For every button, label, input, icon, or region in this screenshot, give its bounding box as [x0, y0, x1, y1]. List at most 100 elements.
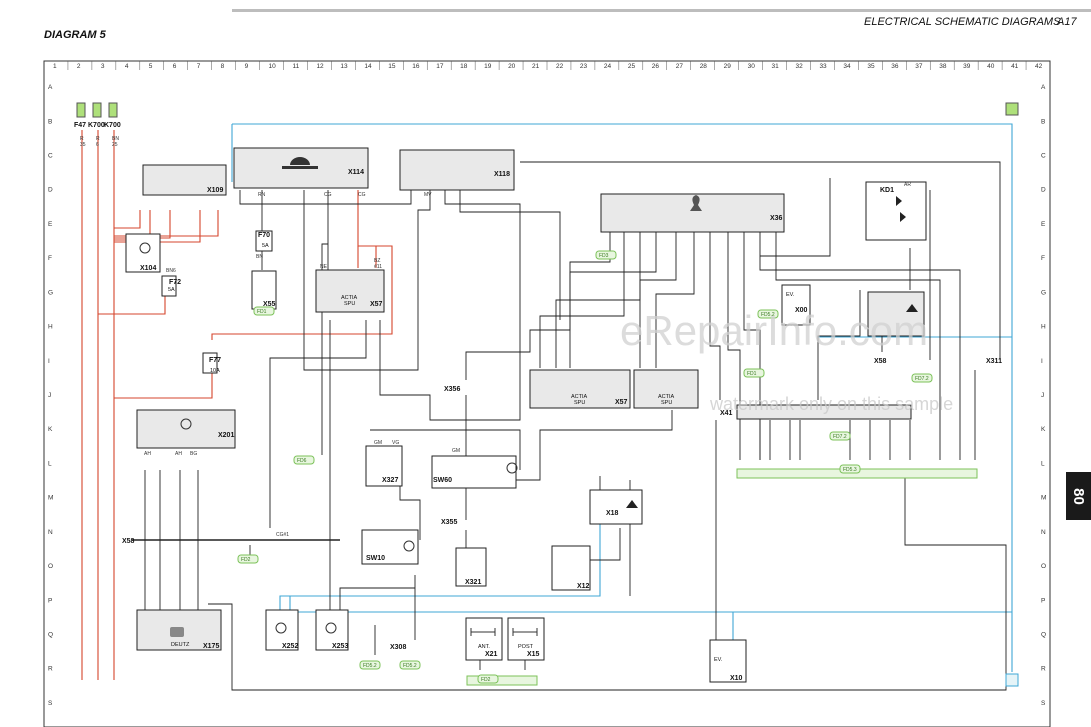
svg-text:FD7.2: FD7.2 [833, 434, 847, 440]
spu-1: SPU [344, 301, 355, 307]
row-letter: C [48, 153, 53, 160]
ground-ref-tag[interactable]: FD1 [253, 306, 275, 316]
svg-text:FD1: FD1 [747, 371, 757, 377]
x327-block [365, 445, 403, 487]
label-x58r: X58 [874, 358, 887, 365]
column-number: 36 [891, 63, 899, 70]
wire-code-label: BG [190, 451, 197, 457]
column-number: 29 [724, 63, 732, 70]
wire-code-label: GM [374, 440, 382, 446]
label-x311: X311 [986, 358, 1002, 365]
row-letter: P [48, 597, 52, 604]
row-letter: L [1041, 460, 1045, 467]
label-x12: X12 [577, 583, 590, 590]
column-number: 18 [460, 63, 468, 70]
section-tab[interactable]: 80 [1066, 472, 1091, 520]
column-number: 2 [77, 63, 81, 70]
x253-block [315, 609, 349, 651]
row-letter: B [48, 118, 52, 125]
ant-label: ANT. [478, 644, 490, 650]
column-number: 42 [1035, 63, 1043, 70]
wire-code-label: 6 [96, 142, 99, 148]
column-number: 31 [772, 63, 780, 70]
wire-code-label: BN6 [166, 268, 176, 274]
label-sw60: SW60 [433, 477, 452, 484]
column-number: 10 [269, 63, 277, 70]
column-number: 14 [364, 63, 372, 70]
x41-connector [736, 404, 912, 420]
wire-code-label: 35 [80, 142, 86, 148]
wire-code-label: VG [392, 440, 399, 446]
row-letter: P [1041, 597, 1045, 604]
f72-holder [161, 275, 177, 297]
column-number: 33 [819, 63, 827, 70]
ground-ref-tag[interactable]: FD1 [743, 368, 765, 378]
ground-ref-tag[interactable]: FD5.2 [359, 660, 381, 670]
label-x355: X355 [441, 519, 457, 526]
column-number: 30 [748, 63, 756, 70]
label-x15: X15 [527, 651, 540, 658]
svg-text:FD7.2: FD7.2 [915, 376, 929, 382]
svg-text:FD2: FD2 [241, 557, 251, 563]
wire-code-label: AH [175, 451, 182, 457]
row-letter: A [48, 84, 53, 91]
wire-code-label: BN [256, 254, 263, 260]
fuse-label-1: F47 [74, 122, 86, 129]
f70-rating: 5A [262, 243, 269, 249]
wire-code-label: RN [258, 192, 266, 198]
label-x57b: X57 [615, 399, 628, 406]
actia-1: ACTIA [341, 295, 358, 301]
label-x41: X41 [720, 410, 733, 417]
label-x308: X308 [390, 644, 406, 651]
row-letter: R [1041, 666, 1046, 673]
fan2-icon [325, 622, 337, 634]
label-x21: X21 [485, 651, 498, 658]
post-label: POST [518, 644, 534, 650]
ground-ref-tag[interactable]: FD5.2 [757, 309, 779, 319]
wire-code-label: CG [358, 192, 366, 198]
column-number: 6 [173, 63, 177, 70]
svg-text:FD5.2: FD5.2 [761, 312, 775, 318]
spu-2: SPU [574, 400, 585, 406]
fuse-k700-tab [92, 102, 102, 118]
ground-ref-tag[interactable]: FD2 [237, 554, 259, 564]
fd2-bus [466, 675, 538, 686]
row-letter: L [48, 460, 52, 467]
ground-ref-tag[interactable]: FD3 [595, 250, 617, 260]
gauge-icon [180, 418, 192, 430]
ground-ref-tag[interactable]: FD7.2 [829, 431, 851, 441]
column-number: 16 [412, 63, 420, 70]
row-letter: J [1041, 392, 1044, 399]
label-kd1: KD1 [880, 187, 894, 194]
svg-text:FD5.3: FD5.3 [843, 467, 857, 473]
row-letter: M [48, 495, 53, 502]
column-number: 7 [197, 63, 201, 70]
column-number: 20 [508, 63, 516, 70]
label-x327: X327 [382, 477, 398, 484]
ground-ref-tag[interactable]: FD5.3 [839, 464, 861, 474]
actia-2: ACTIA [571, 394, 588, 400]
row-letter: N [48, 529, 53, 536]
f70-holder [255, 230, 273, 252]
ground-ref-tag[interactable]: FD6 [293, 455, 315, 465]
label-f77: F77 [209, 357, 221, 364]
ground-ref-tag[interactable]: FD5.2 [399, 660, 421, 670]
row-letter: K [1041, 426, 1046, 433]
section-title: ELECTRICAL SCHEMATIC DIAGRAMS [864, 16, 1061, 28]
wire-code-label: AH [144, 451, 151, 457]
diagram-label: DIAGRAM 5 [44, 29, 106, 41]
row-letter: H [48, 324, 53, 331]
label-x321: X321 [465, 579, 481, 586]
row-letter: A [1041, 84, 1046, 91]
row-letter: F [1041, 255, 1045, 262]
column-number: 26 [652, 63, 660, 70]
label-x10: X10 [730, 675, 743, 682]
column-number: 40 [987, 63, 995, 70]
x57c-block [633, 369, 699, 409]
column-number: 8 [221, 63, 225, 70]
svg-text:FD5.2: FD5.2 [363, 663, 377, 669]
ground-ref-tag[interactable]: FD7.2 [911, 373, 933, 383]
ground-ref-tag[interactable]: FD2 [477, 674, 499, 684]
